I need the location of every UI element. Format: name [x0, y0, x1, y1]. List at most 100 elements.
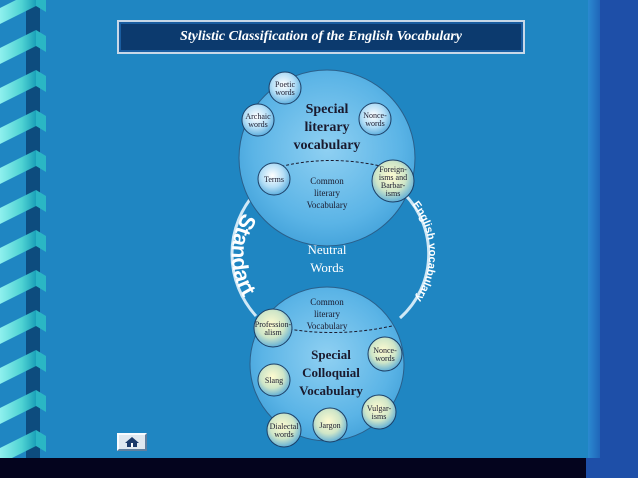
english-vocabulary-arc-label: English vocabulary — [410, 199, 439, 305]
bubble-label: Poetic — [275, 80, 295, 89]
ribbon-fold — [36, 350, 46, 372]
bubble-label: Nonce- — [373, 346, 397, 355]
bottom-bar-accent — [586, 458, 638, 478]
bubble-label: Profession- — [255, 320, 292, 329]
bubble-terms: Terms — [257, 162, 291, 196]
bubble-label: Barbar- — [381, 181, 406, 190]
lower-common-line: Vocabulary — [307, 321, 348, 331]
title-banner: Stylistic Classification of the English … — [117, 20, 525, 54]
lower-common-line: literary — [314, 309, 340, 319]
ribbon-fold — [36, 270, 46, 292]
bubble-circle — [367, 336, 403, 372]
bubble-circle — [257, 363, 291, 397]
neutral-words-line: Words — [310, 260, 344, 275]
bubble-label: words — [365, 119, 385, 128]
ribbon-segment — [0, 150, 36, 184]
ribbon-fold — [36, 110, 46, 132]
bottom-bar — [0, 458, 638, 478]
special-colloquial-line: Vocabulary — [299, 383, 363, 398]
bubble-label: Nonce- — [363, 111, 387, 120]
bubble-label: Terms — [264, 175, 284, 184]
standart-arc-label: Standart — [227, 210, 262, 301]
ribbon-fold — [36, 70, 46, 92]
right-edge-gradient — [588, 0, 602, 478]
bubble-circle — [257, 162, 291, 196]
bubble-vulgarisms: Vulgar-isms — [361, 394, 397, 430]
right-edge-band — [600, 0, 638, 478]
ribbon-segment — [0, 110, 36, 144]
bubble-label: Dialectal — [270, 422, 300, 431]
bubble-label: isms and — [379, 173, 407, 182]
upper-common-line: Vocabulary — [307, 200, 348, 210]
ribbon-fold — [36, 430, 46, 452]
neutral-words-line: Neutral — [308, 242, 347, 257]
bubble-professionalism: Profession-alism — [253, 308, 293, 348]
bubble-circle — [358, 102, 392, 136]
ribbon-segment — [0, 430, 36, 464]
bubble-label: words — [375, 354, 395, 363]
bubble-circle — [266, 412, 302, 448]
bubble-label: Jargon — [319, 421, 340, 430]
special-literary-line: Special — [306, 102, 349, 117]
ribbon-segment — [0, 190, 36, 224]
lower-common-line: Common — [310, 297, 344, 307]
bubble-circle — [312, 407, 348, 443]
ribbon-fold — [36, 30, 46, 52]
upper-circle — [238, 69, 416, 247]
bubble-nonce-top: Nonce-words — [358, 102, 392, 136]
upper-common-line: literary — [314, 188, 340, 198]
ribbon-segment — [0, 230, 36, 264]
bubble-label: isms — [372, 412, 387, 421]
bubble-circle — [241, 103, 275, 137]
bubble-circle — [361, 394, 397, 430]
bubble-label: words — [275, 88, 295, 97]
ribbon-fold — [36, 150, 46, 172]
ribbon-segment — [0, 70, 36, 104]
ribbon-segment — [0, 390, 36, 424]
bubble-label: Vulgar- — [367, 404, 392, 413]
bubble-label: isms — [386, 189, 401, 198]
ribbon-fold — [36, 230, 46, 252]
bubble-label: words — [274, 430, 294, 439]
ribbon-segment — [0, 350, 36, 384]
ribbon-fold — [36, 190, 46, 212]
home-icon — [125, 437, 139, 447]
slide-title: Stylistic Classification of the English … — [180, 29, 462, 44]
bubble-label: words — [248, 120, 268, 129]
upper-common-line: Common — [310, 176, 344, 186]
left-arc-outline — [230, 190, 258, 318]
ribbon-segment — [0, 0, 36, 24]
ribbon-segment — [0, 310, 36, 344]
ribbon-fold — [36, 310, 46, 332]
ribbon-fold — [36, 0, 46, 12]
bubble-jargon: Jargon — [312, 407, 348, 443]
bubble-label: Slang — [265, 376, 283, 385]
bubble-label: alism — [264, 328, 282, 337]
category-bubbles: PoeticwordsArchaicwordsNonce-wordsTermsF… — [241, 71, 415, 448]
special-colloquial-line: Colloquial — [302, 365, 360, 380]
ribbon-segment — [0, 30, 36, 64]
bubble-circle — [371, 159, 415, 203]
bubble-circle — [253, 308, 293, 348]
bubble-nonce-bottom: Nonce-words — [367, 336, 403, 372]
bubble-slang: Slang — [257, 363, 291, 397]
ribbon-segment — [0, 270, 36, 304]
home-button[interactable] — [117, 433, 147, 451]
bubble-circle — [268, 71, 302, 105]
bubble-label: Archaic — [245, 112, 271, 121]
special-literary-line: literary — [304, 120, 349, 135]
special-colloquial-line: Special — [311, 347, 351, 362]
decorative-ribbon-strip — [0, 0, 52, 478]
right-arc-outline — [397, 186, 431, 320]
